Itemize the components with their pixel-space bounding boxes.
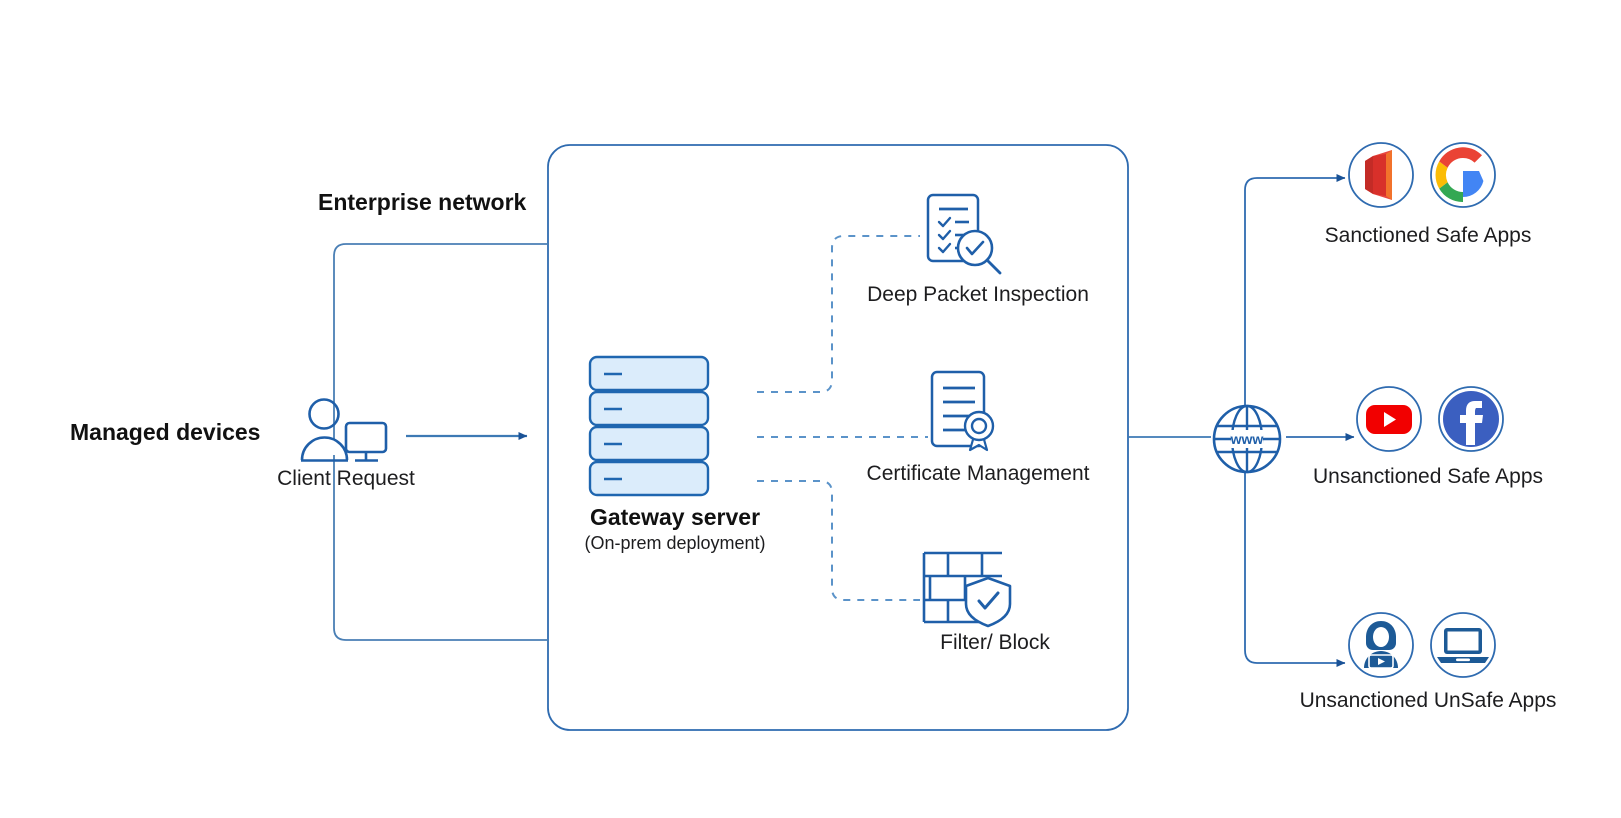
filter-block-icon-wrap [920,548,1012,633]
globe-www-label: www [1230,431,1264,447]
unsanctioned-safe-apps-icon-group [1356,386,1504,452]
gateway-server-sublabel: (On-prem deployment) [584,533,766,553]
certificate-seal-icon [930,370,995,452]
unsanctioned-safe-apps-icons [1356,386,1504,457]
unsanctioned-unsafe-apps-icon-group [1348,612,1496,678]
internet-to-unsanctioned-unsafe-line [1244,462,1346,667]
internet-globe-icon-wrap: www [1211,403,1283,480]
managed-devices-label: Managed devices [70,419,261,445]
gateway-server-icon-wrap [588,355,710,502]
client-request-label: Client Request [277,467,415,490]
client-upper-branch-line [333,243,548,440]
gateway-to-filter-dashed [757,480,920,601]
deep-packet-inspection-icon-wrap [920,192,1004,281]
unsanctioned-unsafe-apps-label: Unsanctioned UnSafe Apps [1299,689,1557,712]
sanctioned-safe-apps-label: Sanctioned Safe Apps [1324,224,1532,247]
gateway-to-dpi-dashed [757,235,920,393]
deep-packet-inspection-label: Deep Packet Inspection [867,283,1089,306]
firewall-shield-icon [922,551,1012,628]
client-lower-branch-line [333,455,548,641]
checklist-magnifier-icon [926,193,1002,275]
user-with-monitor-icon [300,398,388,462]
server-stack-icon [588,355,710,497]
sanctioned-apps-icon-group [1348,142,1496,208]
unsanctioned-unsafe-apps-icons [1348,612,1496,683]
certificate-management-label: Certificate Management [866,462,1090,485]
client-request-icon-wrap [300,398,390,475]
certificate-management-icon-wrap [922,370,1006,459]
unsanctioned-safe-apps-label: Unsanctioned Safe Apps [1313,465,1543,488]
gateway-server-label: Gateway server [589,504,761,530]
sanctioned-apps-icons [1348,142,1496,213]
enterprise-network-label: Enterprise network [318,189,527,215]
globe-www-icon: www [1212,404,1282,474]
filter-block-label: Filter/ Block [940,631,1050,654]
internet-to-sanctioned-line [1244,174,1346,410]
